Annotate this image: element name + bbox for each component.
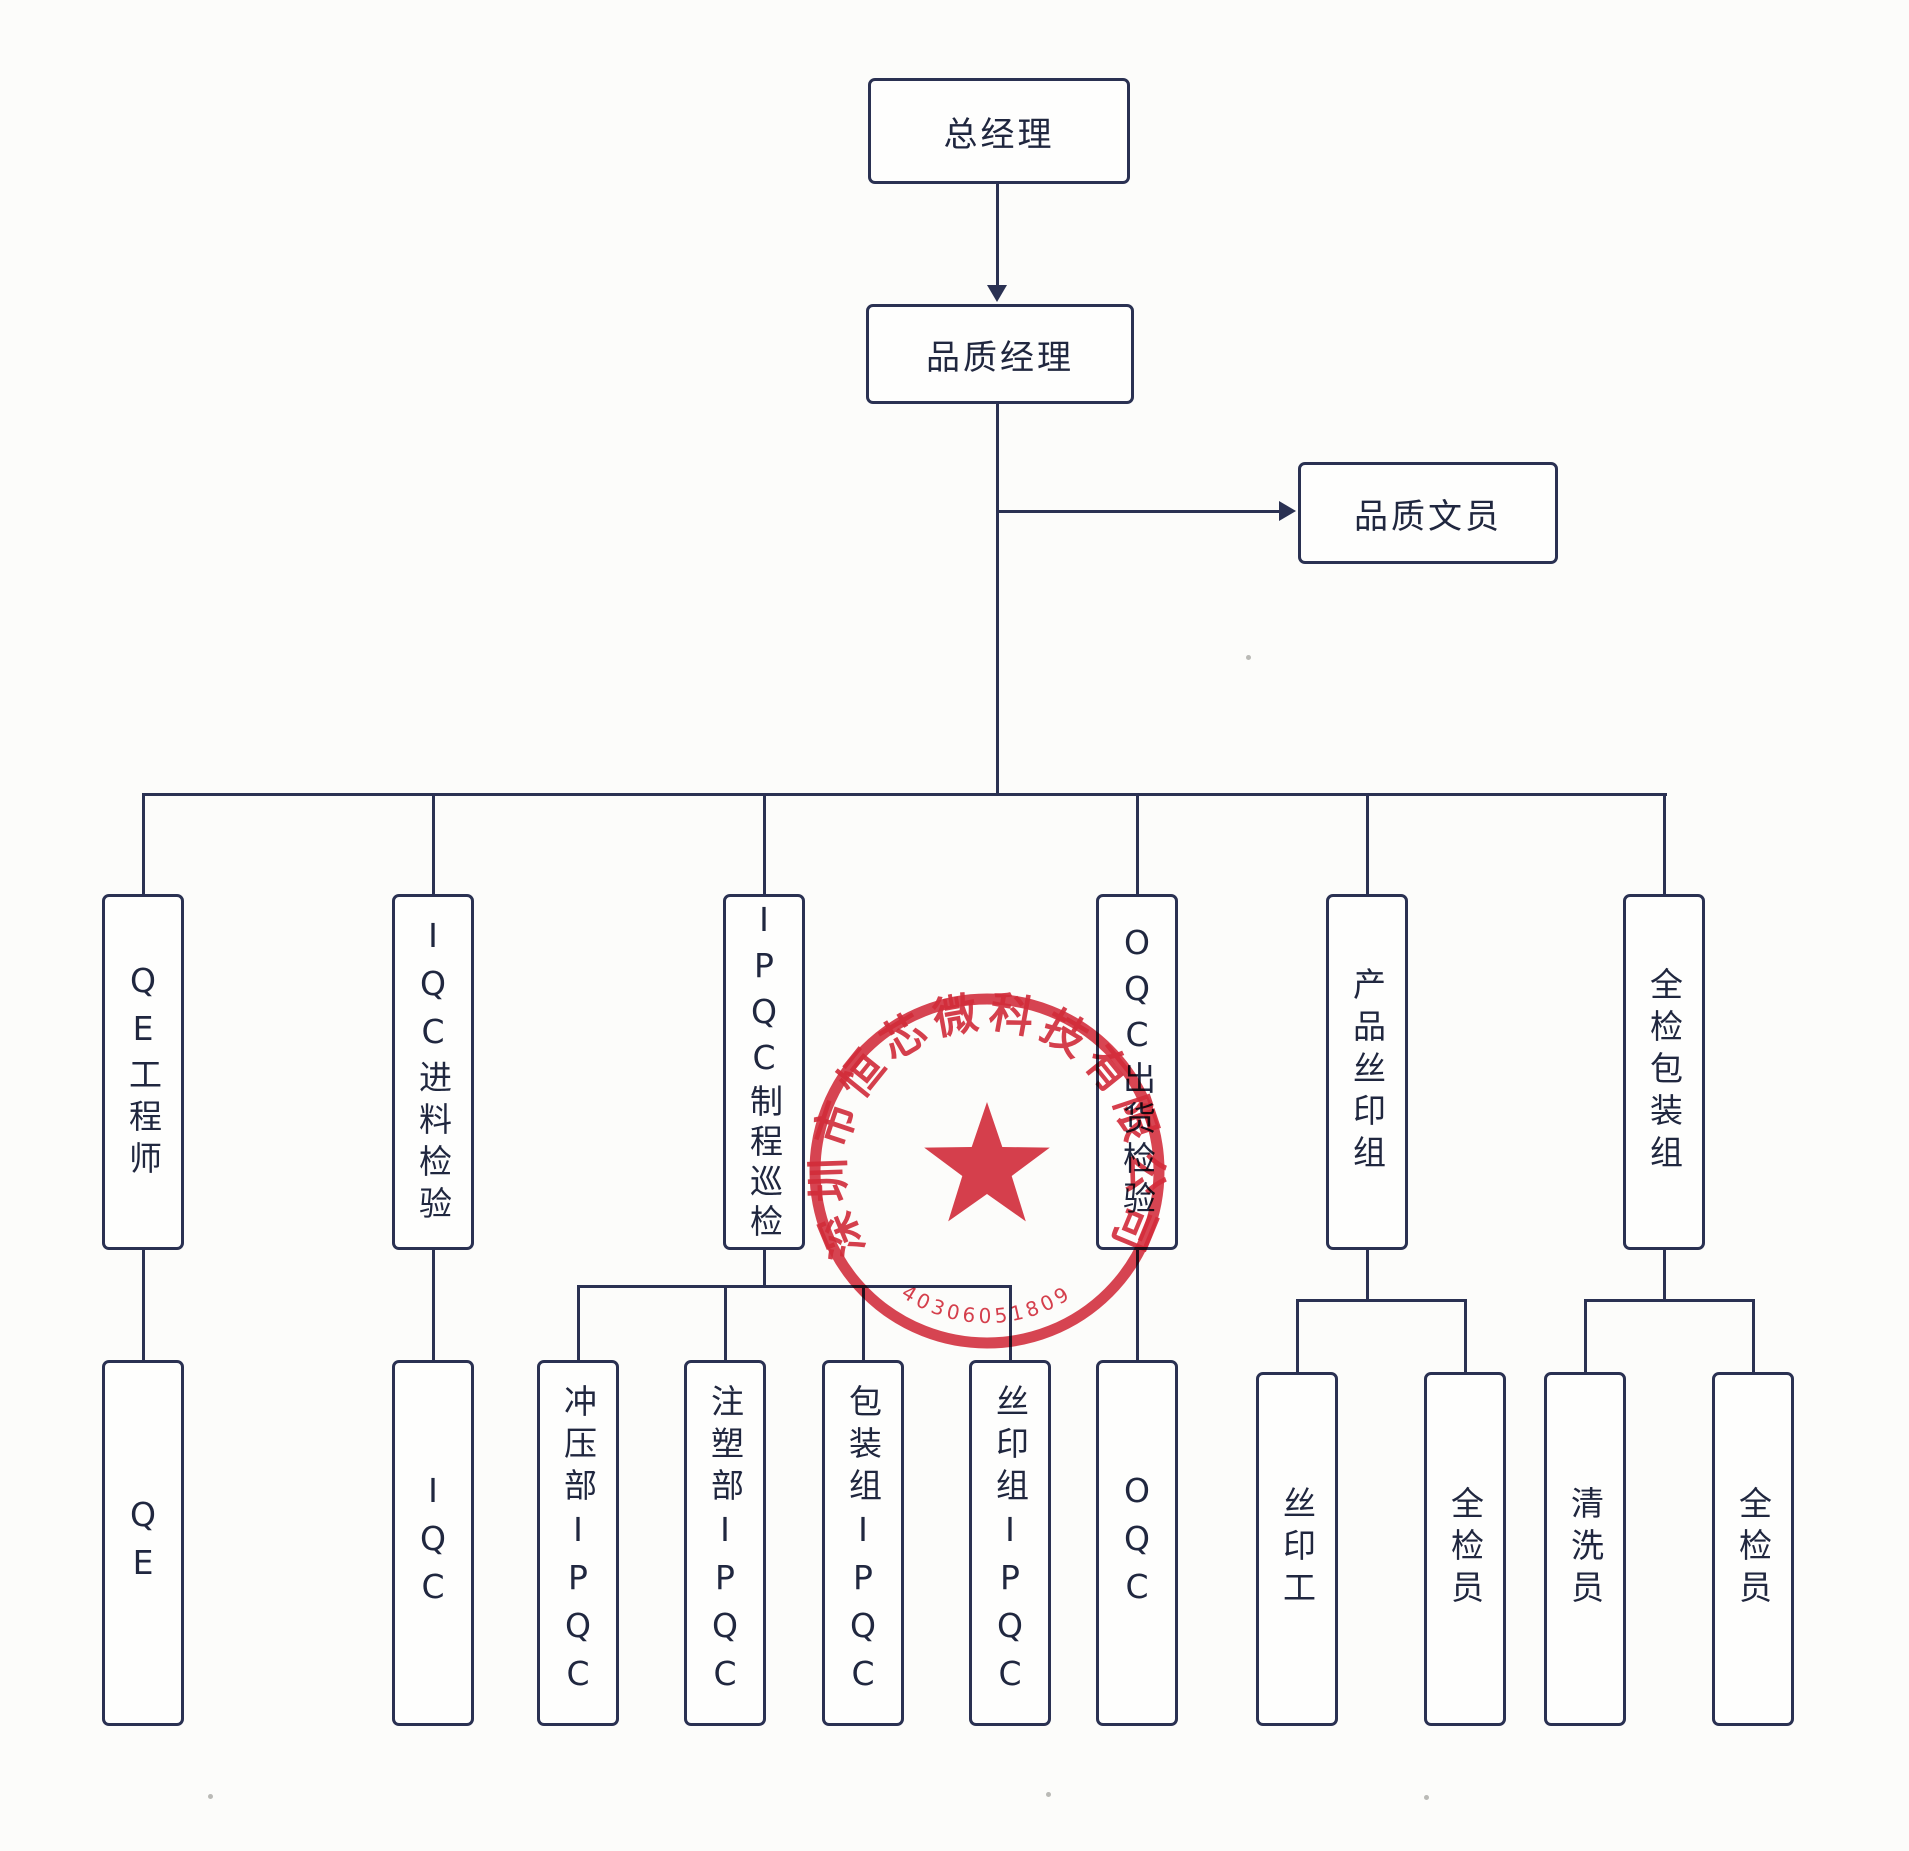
connector-ipqc-drop-3 [862,1287,865,1362]
connector-packing-stem [1663,1250,1666,1302]
org-node-oqc: OQC [1096,1360,1178,1726]
org-node-stamping-ipqc-label: 冲压部IPQC [558,1384,598,1702]
org-node-cleaner-label: 清洗员 [1565,1486,1605,1612]
connector-drop-iqc [432,793,435,896]
connector-silkscreen-drop-1 [1296,1301,1299,1374]
connector-drop-packing [1663,793,1666,896]
org-node-packing-group-label: 全检包装组 [1644,967,1684,1177]
org-node-silkscreen-worker: 丝印工 [1256,1372,1338,1726]
org-node-full-inspector-packing-label: 全检员 [1733,1486,1773,1612]
connector-packing-bar [1584,1299,1755,1302]
seal-ring-icon [809,993,1165,1349]
connector-drop-silkscreen [1366,793,1369,896]
org-node-ipqc-patrol-label: IPQC制程巡检 [744,900,784,1244]
connector-packing-drop-2 [1752,1301,1755,1374]
connector-drop-qe [142,793,145,896]
org-node-iqc-label: IQC [413,1471,453,1615]
connector-gm-to-qm [996,184,999,286]
connector-packing-drop-1 [1584,1301,1587,1374]
arrowhead-right-icon [1279,501,1296,521]
org-node-iqc-inspection-label: IQC进料检验 [413,916,453,1228]
connector-to-clerk [996,510,1280,513]
connector-ipqc-drop-2 [724,1287,727,1362]
connector-silkscreen-stem [1366,1250,1369,1302]
org-node-packing-group: 全检包装组 [1623,894,1705,1250]
org-node-quality-manager: 品质经理 [866,304,1134,404]
org-node-quality-clerk: 品质文员 [1298,462,1558,564]
connector-ipqc-stem [763,1250,766,1288]
org-node-qe-engineer: QE工程师 [102,894,184,1250]
connector-drop-ipqc [763,793,766,896]
org-node-packing-ipqc: 包装组IPQC [822,1360,904,1726]
org-node-silkscreen-worker-label: 丝印工 [1277,1486,1317,1612]
scan-speck [1246,655,1251,660]
connector-distribution-rail [142,793,1667,796]
org-node-full-inspector-silkscreen-label: 全检员 [1445,1486,1485,1612]
org-node-qe-engineer-label: QE工程师 [123,961,163,1183]
org-node-packing-ipqc-label: 包装组IPQC [843,1384,883,1702]
org-node-general-manager-label: 总经理 [943,114,1055,155]
org-node-ipqc-patrol: IPQC制程巡检 [723,894,805,1250]
org-node-silkscreen-ipqc: 丝印组IPQC [969,1360,1051,1726]
scan-speck [1424,1795,1429,1800]
org-node-cleaner: 清洗员 [1544,1372,1626,1726]
org-node-oqc-label: OQC [1117,1471,1157,1615]
org-node-quality-manager-label: 品质经理 [926,337,1074,378]
scan-speck [208,1794,213,1799]
org-node-quality-clerk-label: 品质文员 [1354,496,1502,537]
org-node-full-inspector-silkscreen: 全检员 [1424,1372,1506,1726]
arrowhead-down-icon [987,285,1007,302]
org-node-silkscreen-group: 产品丝印组 [1326,894,1408,1250]
org-node-iqc-inspection: IQC进料检验 [392,894,474,1250]
scan-speck [1046,1792,1051,1797]
org-node-iqc: IQC [392,1360,474,1726]
connector-ipqc-bar [577,1285,1012,1288]
connector-iqc [432,1250,435,1362]
connector-silkscreen-bar [1296,1299,1467,1302]
org-node-silkscreen-ipqc-label: 丝印组IPQC [990,1384,1030,1702]
connector-drop-oqc [1136,793,1139,896]
org-node-oqc-inspection: OQC出货检验 [1096,894,1178,1250]
org-node-full-inspector-packing: 全检员 [1712,1372,1794,1726]
org-node-qe: QE [102,1360,184,1726]
connector-qe [142,1250,145,1362]
company-seal: 深圳市恒芯微科技有限公司 4403060518090 [797,981,1165,1349]
seal-star-icon [924,1102,1050,1222]
org-node-qe-label: QE [123,1495,163,1591]
org-node-stamping-ipqc: 冲压部IPQC [537,1360,619,1726]
org-node-general-manager: 总经理 [868,78,1130,184]
org-node-injection-ipqc: 注塑部IPQC [684,1360,766,1726]
connector-ipqc-drop-4 [1009,1287,1012,1362]
connector-oqc [1136,1250,1139,1362]
connector-silkscreen-drop-2 [1464,1301,1467,1374]
connector-ipqc-drop-1 [577,1287,580,1362]
connector-qm-trunk [996,404,999,795]
org-node-silkscreen-group-label: 产品丝印组 [1347,967,1387,1177]
org-node-injection-ipqc-label: 注塑部IPQC [705,1384,745,1702]
